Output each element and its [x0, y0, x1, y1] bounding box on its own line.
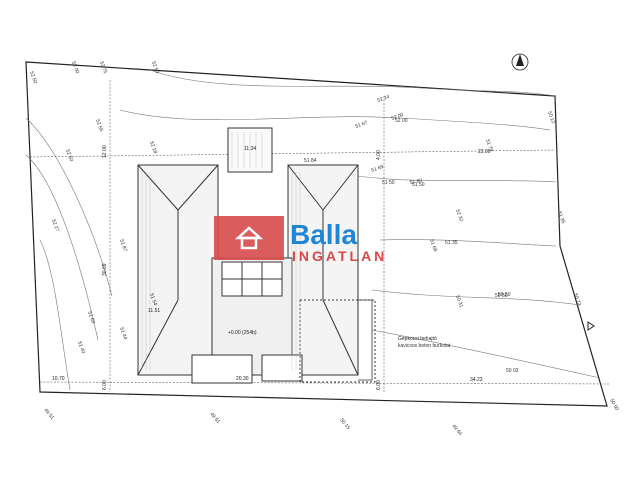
spot-height: 51 35: [556, 211, 566, 225]
spot-height: 52 55: [94, 119, 104, 133]
watermark-brand: Balla: [290, 219, 357, 250]
roof-hatching: [141, 132, 301, 370]
dimension-label: 6.00: [102, 380, 108, 390]
spot-height: 50 50: [498, 292, 511, 298]
house: [137, 127, 376, 384]
spot-height: 52 75: [98, 61, 108, 75]
spot-height: 52 00: [70, 61, 80, 75]
spot-height: 49 64: [450, 423, 463, 437]
dimension-lines: [29, 80, 611, 392]
contour-label: 51 50: [412, 182, 425, 188]
dimension-label: 6.00: [376, 380, 382, 390]
spot-height: 52 50: [64, 149, 74, 163]
driveway-label: Gépkocsi behajtó: [398, 336, 437, 342]
contour-label: 50 50: [495, 293, 508, 299]
contour-label: 52 00: [395, 118, 408, 124]
spot-height: 52 27: [50, 219, 60, 233]
spot-height: 51 67: [355, 120, 369, 130]
spot-heights: 52 50 52 00 52 75 52 50 52 24 52 00 51 6…: [28, 61, 620, 437]
room-label: 11.51: [148, 308, 160, 314]
spot-height: 52 00: [391, 112, 405, 122]
contour-labels: 51 50 51 35 50 50 52 00: [395, 118, 508, 299]
spot-height: 50 72: [572, 293, 582, 307]
dimension-label: 22.00: [478, 149, 491, 155]
spot-height: 52 32: [454, 209, 464, 223]
driveway: [358, 299, 373, 381]
room-labels: 11.34 11.51 +0.00 (254b): [148, 146, 257, 336]
north-arrow-icon: [511, 53, 529, 71]
spot-height: 50 02: [506, 368, 519, 374]
spot-height: 51 40: [76, 341, 86, 355]
spot-height: 51 84: [304, 158, 317, 164]
spot-height: 51 68: [428, 239, 438, 253]
spot-height: 51 50: [382, 180, 395, 186]
spot-height: 50 12: [546, 111, 556, 125]
entry-marker-icon: [587, 321, 595, 331]
contour-lines: [25, 69, 601, 391]
spot-height: 51 69: [371, 164, 385, 174]
dimension-label: 20.30: [236, 376, 249, 382]
spot-height: 52 18: [148, 141, 158, 155]
dimension-label: 34.23: [470, 377, 483, 383]
dimension-texts: 20.30 34.23 10.70 22.00 6.00 12.00 30.69…: [52, 145, 491, 390]
spot-height: 51 44: [118, 327, 128, 341]
spot-height: 51 87: [118, 239, 128, 253]
spot-height: 49 51: [42, 407, 55, 421]
spot-height: 51 79: [484, 139, 494, 153]
spot-height: 51 54: [148, 293, 158, 307]
room-label: 11.34: [244, 146, 256, 152]
spot-height: 50 31: [454, 295, 464, 309]
room-label: +0.00 (254b): [228, 330, 257, 336]
spot-height: 50 50: [608, 398, 620, 412]
watermark-sub: INGATLAN: [292, 248, 387, 264]
dimension-label: 4.00: [376, 150, 382, 160]
spot-height: 52 50: [28, 71, 38, 85]
spot-height: 49 61: [208, 411, 221, 425]
spot-height: 50 15: [338, 417, 351, 431]
dimension-label: 30.69: [102, 263, 108, 276]
spot-height: 52 24: [377, 94, 391, 104]
dimension-label: 10.70: [52, 376, 65, 382]
watermark-logo: Balla INGATLAN: [214, 216, 387, 264]
dimension-label: 12.00: [102, 145, 108, 158]
driveway-sublabel: kavicsos beton burkolat: [398, 343, 451, 349]
spot-height: 52 50: [150, 61, 160, 75]
spot-height: 51 80: [409, 178, 423, 186]
contour-label: 51 35: [445, 240, 458, 246]
spot-height: 51 63: [86, 311, 96, 325]
